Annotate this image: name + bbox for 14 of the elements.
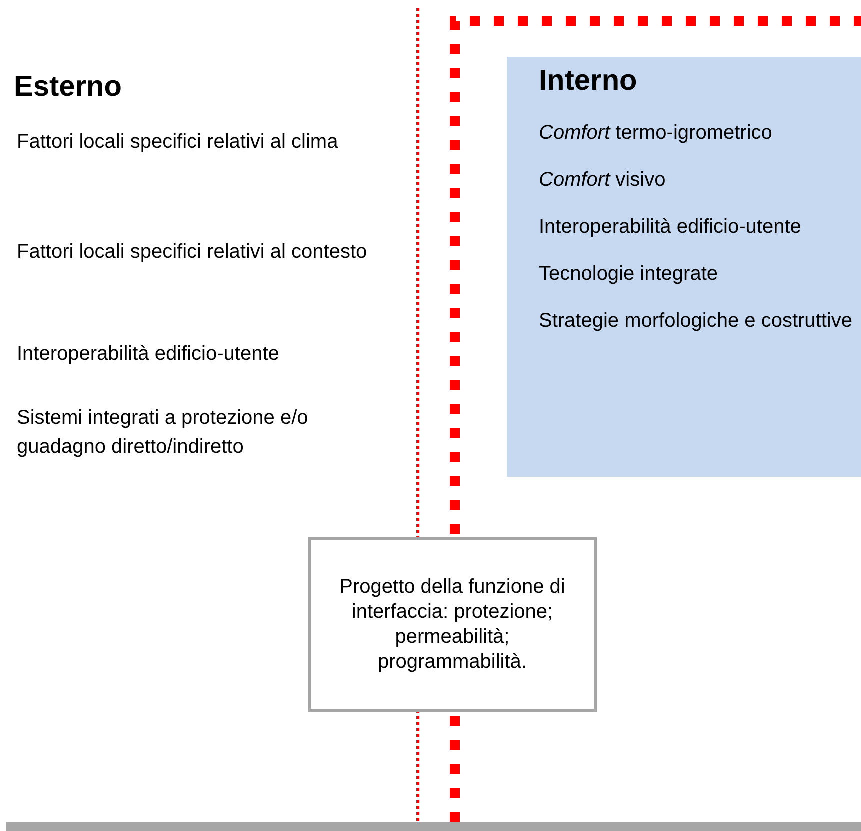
list-item: Comfort visivo: [539, 168, 667, 193]
column-heading: Esterno: [14, 70, 123, 105]
list-item: Tecnologie integrate: [539, 262, 720, 287]
interior-panel: [507, 57, 861, 477]
list-item: Interoperabilità edificio-utente: [539, 215, 802, 240]
list-item: Interoperabilità edificio-utente: [17, 342, 280, 367]
list-item: Sistemi integrati a protezione e/o guadagno diretto/indiretto: [17, 406, 310, 460]
panel-heading: Interno: [539, 65, 638, 98]
box-text: Progetto della funzione di interfaccia: protezione; permeabilità; programmabilità.: [338, 574, 566, 674]
list-item: Fattori locali specifici relativi al clima: [17, 130, 340, 155]
list-item: Comfort termo-igrometrico: [539, 121, 774, 146]
list-item: Fattori locali specifici relativi al contesto: [17, 240, 368, 265]
interface-box: [308, 537, 597, 712]
list-item: Strategie morfologiche e costruttive: [539, 309, 854, 334]
